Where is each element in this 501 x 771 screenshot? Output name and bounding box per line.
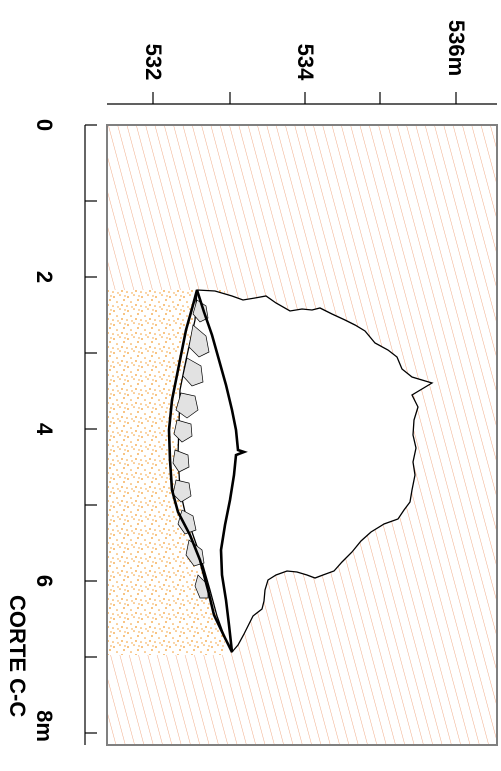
section-title: CORTE C-C — [5, 595, 30, 717]
elevation-scale: 532 534 536m — [107, 20, 497, 105]
distance-label-4: 4 — [32, 423, 57, 436]
distance-label-6: 6 — [32, 575, 57, 587]
distance-label-2: 2 — [32, 271, 57, 283]
section-frame — [106, 124, 498, 746]
section-body — [107, 125, 497, 745]
outer-boundary-line — [167, 289, 234, 653]
distance-label-8m: 8m — [32, 710, 57, 742]
elevation-label-534: 534 — [293, 44, 318, 81]
distance-label-0: 0 — [32, 119, 57, 131]
elevation-label-532: 532 — [141, 44, 166, 81]
inner-boundary-line — [195, 289, 248, 653]
distance-scale: 0 2 4 6 8m — [32, 119, 97, 745]
elevation-label-536m: 536m — [444, 20, 469, 76]
